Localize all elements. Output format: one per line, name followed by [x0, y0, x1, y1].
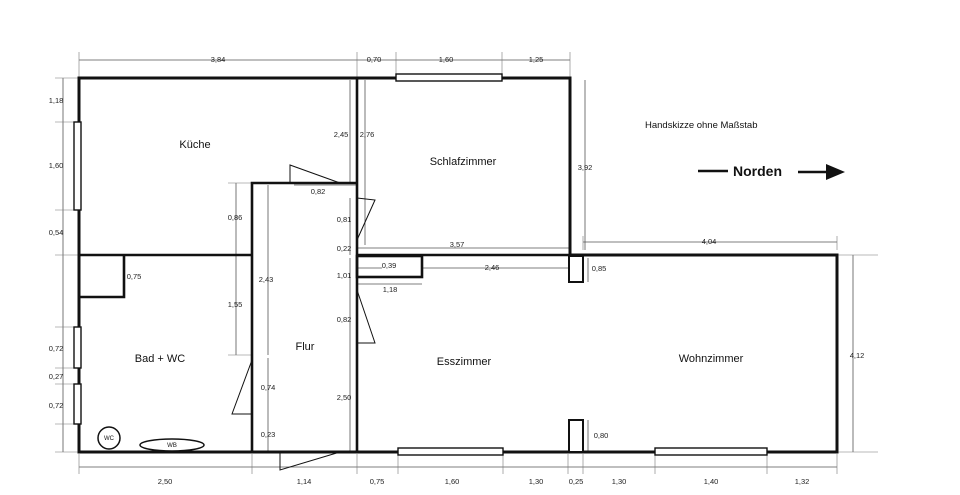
dim-label: 0,81	[337, 215, 352, 224]
window-bad-1	[73, 326, 82, 369]
toilet-icon	[97, 426, 121, 450]
dim-label: 0,75	[370, 477, 385, 486]
dim-label: 1,01	[337, 271, 352, 280]
dim-label: 1,60	[49, 161, 64, 170]
washbasin-icon	[139, 438, 205, 452]
dim-label: 1,40	[704, 477, 719, 486]
window-bad-2	[73, 383, 82, 425]
dim-label: 3,57	[450, 240, 465, 249]
dim-label: 3,84	[211, 55, 226, 64]
room-label-flur: Flur	[296, 341, 315, 353]
room-label-esszimmer: Esszimmer	[437, 356, 492, 368]
dim-label: 2,43	[259, 275, 274, 284]
dim-label: 0,27	[49, 372, 64, 381]
dim-label: 0,54	[49, 228, 64, 237]
window-schlafzimmer	[395, 73, 503, 82]
dim-label: 1,60	[439, 55, 454, 64]
dim-label: 1,14	[297, 477, 312, 486]
dim-label: 0,82	[311, 187, 326, 196]
north-label: Norden	[733, 163, 782, 179]
dim-label: 1,32	[795, 477, 810, 486]
dim-label: 2,46	[485, 263, 500, 272]
sketch-note: Handskizze ohne Maßstab	[645, 120, 757, 131]
wb-label: WB	[167, 443, 177, 449]
dim-label: 0,80	[594, 431, 609, 440]
door-esszimmer	[356, 289, 376, 344]
dim-label: 1,25	[529, 55, 544, 64]
dim-label: 0,22	[337, 244, 352, 253]
door-kueche	[289, 164, 341, 184]
dim-label: 0,82	[337, 315, 352, 324]
dim-label: 2,50	[337, 393, 352, 402]
dim-label: 1,30	[529, 477, 544, 486]
room-label-wohnzimmer: Wohnzimmer	[679, 353, 744, 365]
window-esszimmer	[397, 447, 504, 456]
dim-label: 0,70	[367, 55, 382, 64]
door-entrance	[279, 451, 341, 471]
north-arrow-icon	[798, 164, 845, 180]
dim-label: 0,86	[228, 213, 243, 222]
dim-label: 2,50	[158, 477, 173, 486]
dim-label: 1,18	[49, 96, 64, 105]
dim-label: 0,74	[261, 383, 276, 392]
fixtures: WC WB	[97, 426, 205, 452]
dim-label: 2,45	[334, 130, 349, 139]
window-kueche	[73, 121, 82, 211]
door-schlafzimmer	[356, 197, 376, 241]
dim-label: 0,23	[261, 430, 276, 439]
walls	[77, 76, 839, 454]
windows	[73, 73, 768, 456]
doors	[231, 164, 376, 471]
dim-label: 0,25	[569, 477, 584, 486]
dim-label: 1,60	[445, 477, 460, 486]
dim-label: 1,18	[383, 285, 398, 294]
dim-label: 4,04	[702, 237, 717, 246]
dim-label: 0,72	[49, 401, 64, 410]
room-label-kueche: Küche	[179, 139, 210, 151]
wc-label: WC	[104, 436, 115, 442]
dim-label: 2,76	[360, 130, 375, 139]
dim-label: 0,75	[127, 272, 142, 281]
dim-label: 4,12	[850, 351, 865, 360]
room-label-schlafzimmer: Schlafzimmer	[430, 156, 497, 168]
dim-label: 1,55	[228, 300, 243, 309]
dim-label: 3,92	[578, 163, 593, 172]
room-label-bad: Bad + WC	[135, 353, 185, 365]
dim-label: 0,85	[592, 264, 607, 273]
dim-label: 0,72	[49, 344, 64, 353]
dim-label: 1,30	[612, 477, 627, 486]
room-labels: Küche Schlafzimmer Bad + WC Flur Esszimm…	[135, 139, 744, 368]
door-bad	[231, 359, 253, 415]
dimension-labels: 3,84 0,70 1,60 1,25 1,18 1,60 0,54 0,72 …	[49, 55, 865, 486]
dimension-lines	[55, 52, 878, 474]
window-wohnzimmer	[654, 447, 768, 456]
dim-label: 0,39	[382, 261, 397, 270]
